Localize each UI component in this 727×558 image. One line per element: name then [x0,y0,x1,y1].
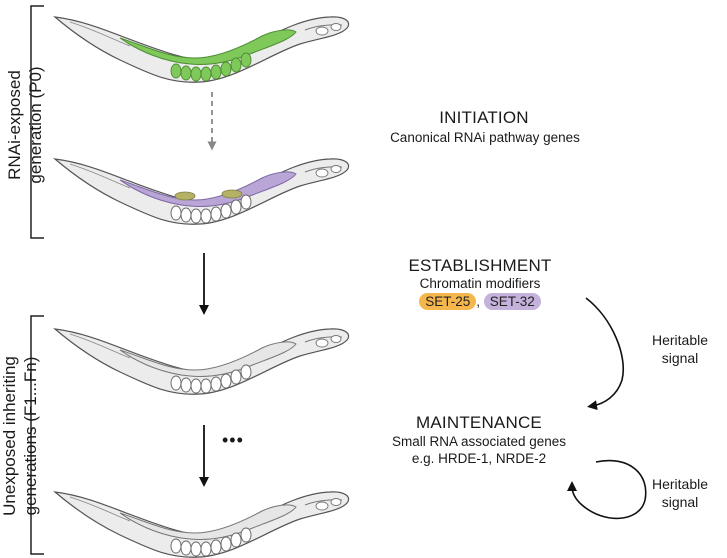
side-label-unexposed: Unexposed inheriting generations (F1...F… [0,326,41,546]
curved-arrow-heritable [585,297,624,411]
side-label-bottom-line1: Unexposed inheriting [0,356,19,516]
worm-grey-2 [54,491,350,558]
gene-separator: , [476,294,480,309]
establishment-subtitle: Chromatin modifiers [419,276,541,291]
bracket-bottom [30,315,44,555]
heritable-signal-label-1: Heritable signal [640,331,720,367]
heritable-1-line1: Heritable [651,332,709,348]
bracket-top [30,5,44,239]
worm-purple [54,158,350,225]
worm-green [54,16,350,83]
initiation-subtitle: Canonical RNAi pathway genes [390,130,580,145]
heritable-2-line1: Heritable [651,476,709,492]
worm-grey-1 [54,328,350,395]
loop-arrow-heritable [567,459,647,520]
heritable-2-line2: signal [661,494,699,510]
maintenance-subtitle: Small RNA associated genes [391,434,567,449]
maintenance-title: MAINTENANCE [416,413,542,432]
side-label-top-line1: RNAi-exposed [5,70,24,180]
gene-pill-set25: SET-25 [419,293,477,310]
maintenance-examples: e.g. HRDE-1, NRDE-2 [411,451,547,466]
side-label-bottom-line2: generations (F1...Fn) [21,356,40,516]
side-label-rnai-exposed: RNAi-exposed generation (P0) [4,45,46,205]
ellipsis-dots: ••• [222,430,244,450]
heritable-signal-label-2: Heritable signal [640,475,720,511]
side-label-top-line2: generation (P0) [26,66,45,184]
establishment-title: ESTABLISHMENT [408,256,552,275]
establishment-genes: SET-25, SET-32 [400,293,560,310]
initiation-title: INITIATION [439,108,529,127]
gene-pill-set32: SET-32 [483,293,541,310]
heritable-1-line2: signal [661,350,699,366]
